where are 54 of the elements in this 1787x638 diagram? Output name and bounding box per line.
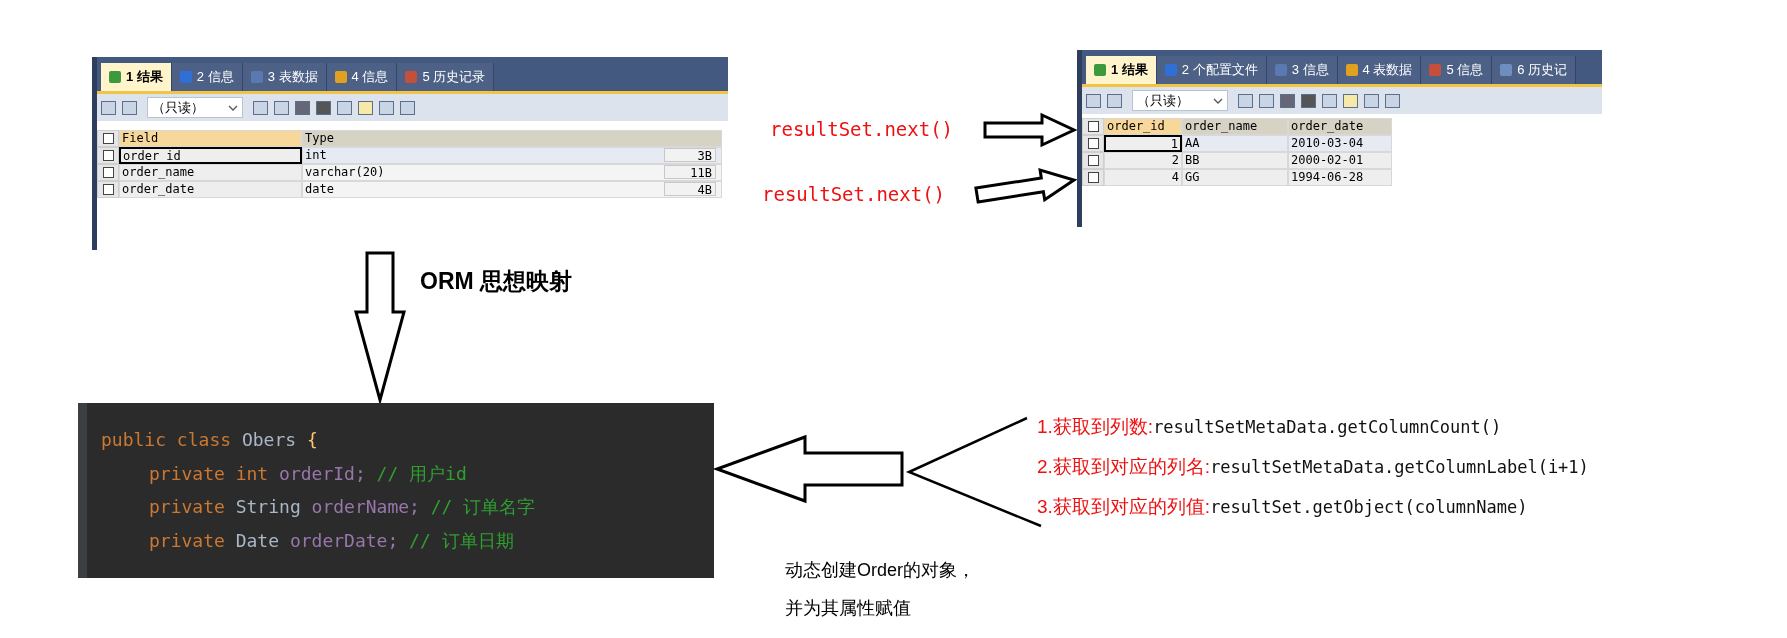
code-line: public class Obers { bbox=[101, 428, 319, 452]
table-cell: 2 bbox=[1104, 152, 1182, 169]
column-header: order_date bbox=[1288, 118, 1392, 135]
tab: 1 结果 bbox=[101, 63, 172, 91]
table-cell: BB bbox=[1182, 152, 1288, 169]
column-header: Type bbox=[302, 130, 722, 147]
tab: 5 历史记录 bbox=[397, 63, 495, 91]
code-text: resultSet.next() bbox=[762, 182, 947, 207]
code-text: resultSet.getObject(columnName) bbox=[1210, 497, 1528, 517]
table-cell: 11B bbox=[664, 165, 716, 179]
table-cell: GG bbox=[1182, 169, 1288, 186]
table-cell: varchar(20) bbox=[305, 165, 385, 179]
table-cell: int bbox=[305, 148, 327, 162]
table-cell: 3B bbox=[664, 148, 716, 162]
table-cell: 4 bbox=[1104, 169, 1182, 186]
step-title: 2.获取到对应的列名: bbox=[1037, 455, 1211, 479]
column-header: Field bbox=[119, 130, 302, 147]
tab: 5 信息 bbox=[1421, 56, 1493, 84]
block-arrow bbox=[974, 168, 1078, 204]
code-text: resultSetMetaData.getColumnLabel(i+1) bbox=[1210, 457, 1589, 477]
step-title: 3.获取到对应的列值: bbox=[1037, 495, 1211, 519]
column-header: order_name bbox=[1182, 118, 1288, 135]
note-text: 动态创建Order的对象，并为其属性赋值 bbox=[785, 559, 976, 620]
table-cell: order_date bbox=[119, 181, 302, 198]
readonly-dropdown: （只读） bbox=[147, 97, 243, 118]
column-header: order_id bbox=[1104, 118, 1182, 135]
table-cell: order_id bbox=[119, 147, 302, 164]
tab: 1 结果 bbox=[1086, 56, 1157, 84]
tab: 6 历史记 bbox=[1492, 56, 1577, 84]
tab: 2 信息 bbox=[171, 63, 243, 91]
table-cell: 1 bbox=[1104, 135, 1182, 152]
table-cell: 1994-06-28 bbox=[1288, 169, 1392, 186]
code-line: private String orderName; // 订单名字 bbox=[148, 495, 537, 519]
step-title: 1.获取到列数: bbox=[1037, 415, 1154, 439]
table-cell: AA bbox=[1182, 135, 1288, 152]
tab: 4 信息 bbox=[326, 63, 398, 91]
table-cell: 4B bbox=[664, 182, 716, 196]
code-text: resultSet.next() bbox=[770, 117, 955, 142]
tab: 4 表数据 bbox=[1337, 56, 1422, 84]
tab: 3 信息 bbox=[1266, 56, 1338, 84]
tab: 3 表数据 bbox=[242, 63, 327, 91]
code-line: private int orderId; // 用户id bbox=[148, 461, 468, 486]
table-cell: order_name bbox=[119, 164, 302, 181]
readonly-dropdown: （只读） bbox=[1132, 90, 1228, 111]
tab: 2 个配置文件 bbox=[1156, 56, 1267, 84]
code-line: private Date orderDate; // 订单日期 bbox=[148, 528, 515, 553]
block-arrow bbox=[983, 112, 1078, 148]
table-cell: 2010-03-04 bbox=[1288, 135, 1392, 152]
code-block bbox=[78, 403, 714, 578]
table-cell: date bbox=[305, 182, 334, 196]
block-arrow bbox=[354, 251, 406, 406]
code-text: resultSetMetaData.getColumnCount() bbox=[1153, 417, 1502, 437]
table-cell: 2000-02-01 bbox=[1288, 152, 1392, 169]
block-arrow bbox=[712, 434, 904, 504]
